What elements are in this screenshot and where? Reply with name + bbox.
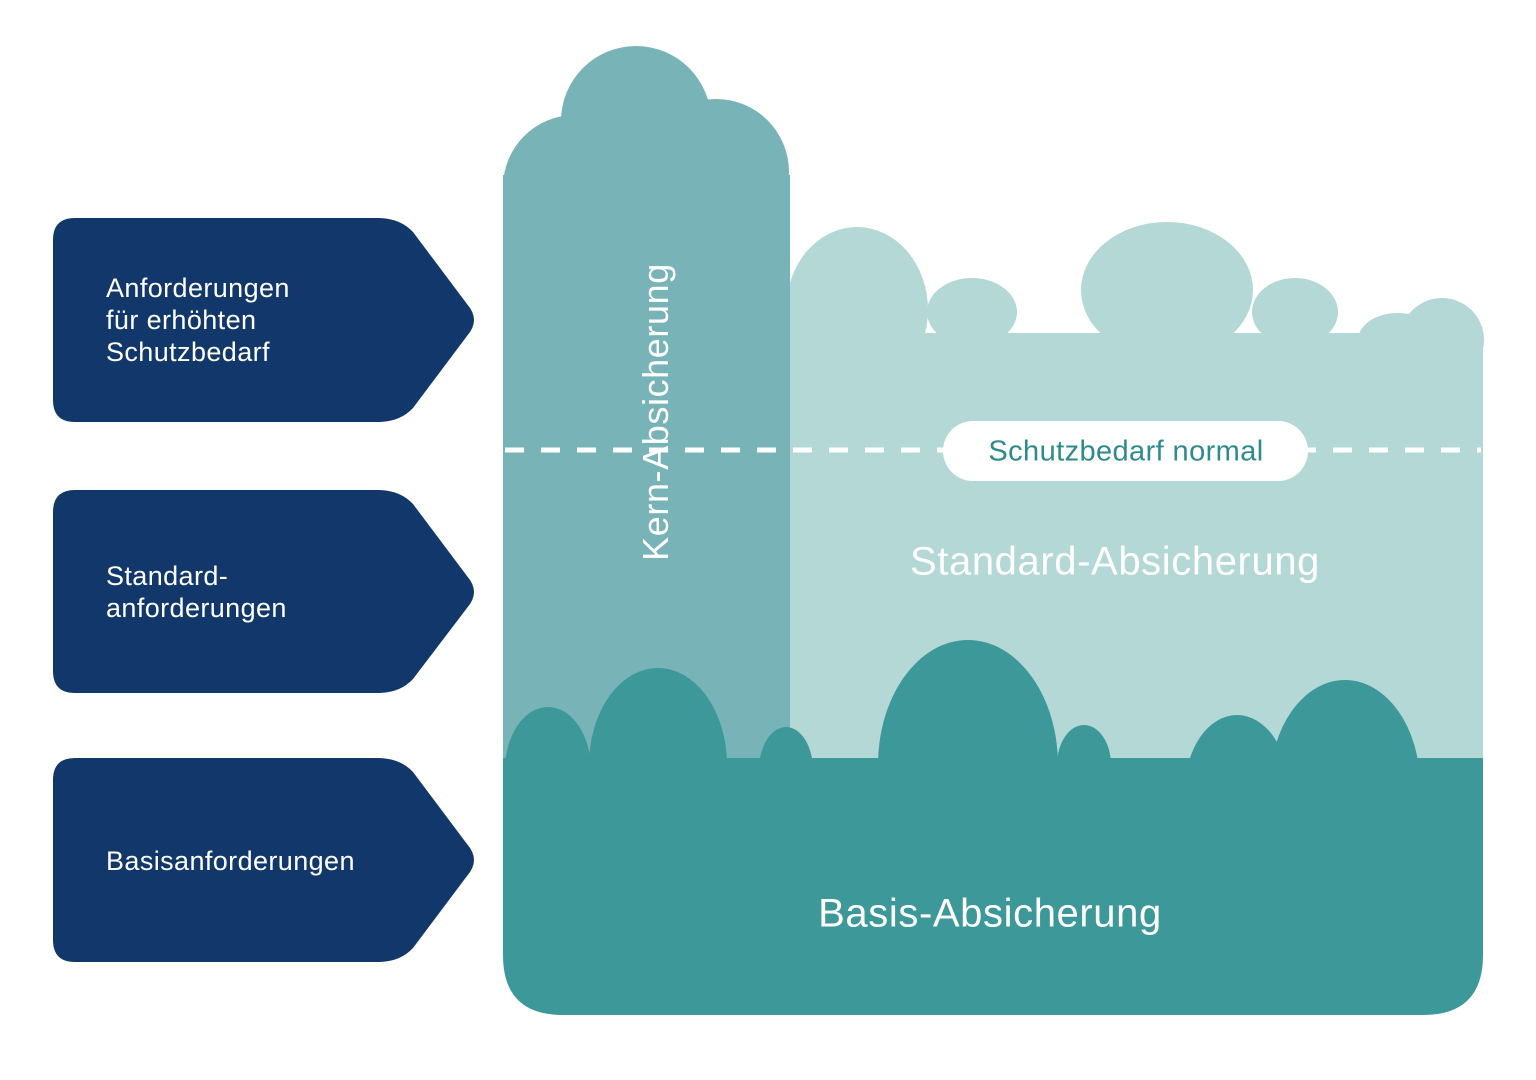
arrow-shape-standard-anforderungen: [53, 490, 474, 693]
schutzbedarf-normal-label: Schutzbedarf normal: [988, 435, 1264, 468]
arrow-label-basis-anforderungen: Basisanforderungen: [106, 845, 355, 877]
basis-absicherung-area: [503, 640, 1483, 1015]
arrow-label-line: Standard-: [106, 561, 229, 591]
arrow-label-erhoehter-schutzbedarf: Anforderungen für erhöhten Schutzbedarf: [106, 272, 290, 368]
kern-absicherung-label: Kern-Absicherung: [635, 263, 676, 561]
basis-absicherung-label: Basis-Absicherung: [818, 891, 1162, 936]
arrow-label-standard-anforderungen: Standard- anforderungen: [106, 560, 287, 624]
arrow-label-line: Schutzbedarf: [106, 337, 270, 367]
arrow-label-line: Basisanforderungen: [106, 846, 355, 876]
standard-absicherung-label: Standard-Absicherung: [909, 539, 1321, 584]
arrow-label-line: anforderungen: [106, 593, 287, 623]
arrow-shape-basis-anforderungen: [53, 758, 474, 962]
arrow-label-line: Anforderungen: [106, 273, 290, 303]
arrow-label-line: für erhöhten: [106, 305, 257, 335]
arrow-shape-erhoehter-schutzbedarf: [53, 218, 474, 422]
schutzbedarf-pill: [943, 421, 1308, 481]
